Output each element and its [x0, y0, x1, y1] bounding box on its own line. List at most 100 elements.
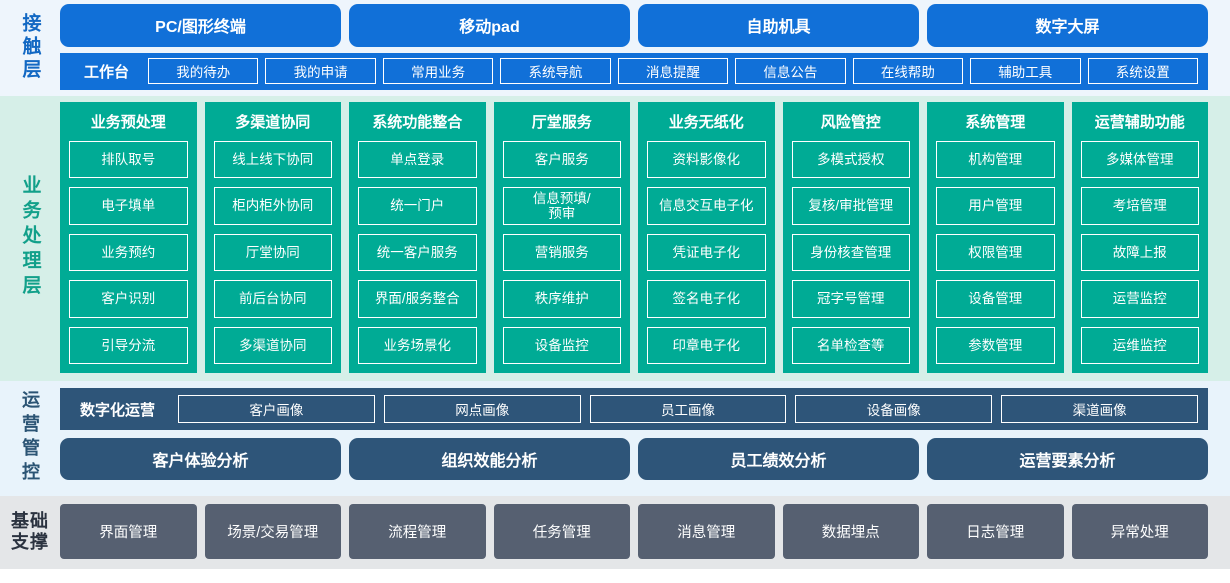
business-item-review-approval[interactable]: 复核/审批管理: [791, 187, 910, 225]
business-item-signature-e[interactable]: 签名电子化: [647, 280, 766, 318]
business-item-hall-collab[interactable]: 厅堂协同: [213, 233, 332, 272]
portrait-item-channel[interactable]: 渠道画像: [1001, 395, 1198, 423]
terminal-row: PC/图形终端 移动pad 自助机具 数字大屏: [60, 4, 1230, 47]
workbench-item-aux-tools[interactable]: 辅助工具: [970, 58, 1081, 85]
access-layer-label: 接触层: [0, 4, 60, 90]
business-item-counter-inout[interactable]: 柜内柜外协同: [213, 187, 332, 225]
business-column-title: 系统管理: [965, 114, 1026, 131]
business-item-multimode-auth[interactable]: 多模式授权: [791, 141, 910, 179]
workbench-item-online-help[interactable]: 在线帮助: [852, 58, 964, 85]
business-item-identity-verify[interactable]: 身份核查管理: [791, 233, 910, 272]
business-item-online-offline[interactable]: 线上线下协同: [213, 141, 332, 179]
business-item-unified-customer-service[interactable]: 统一客户服务: [358, 233, 477, 272]
business-item-parameter-management[interactable]: 参数管理: [936, 326, 1055, 365]
workbench-item-system-settings[interactable]: 系统设置: [1087, 58, 1198, 85]
business-column-title: 业务预处理: [90, 114, 166, 131]
business-item-list: 多媒体管理 考培管理 故障上报 运营监控 运维监控: [1080, 141, 1199, 365]
business-layer-section: 业务处理层 业务预处理 排队取号 电子填单 业务预约 客户识别 引导分流 多渠道…: [0, 96, 1230, 381]
business-item-sso[interactable]: 单点登录: [358, 141, 477, 179]
business-column-title: 系统功能整合: [372, 114, 463, 131]
foundation-layer-body: 界面管理 场景/交易管理 流程管理 任务管理 消息管理 数据埋点 日志管理 异常…: [60, 504, 1230, 559]
business-item-pre-fill-review[interactable]: 信息预填/ 预审: [502, 187, 621, 225]
business-item-info-exchange-e[interactable]: 信息交互电子化: [647, 187, 766, 225]
ops-analysis-row: 客户体验分析 组织效能分析 员工绩效分析 运营要素分析: [60, 438, 1208, 480]
business-column-title: 业务无纸化: [668, 114, 744, 131]
business-item-customer-service[interactable]: 客户服务: [502, 141, 621, 179]
workbench-item-system-navigation[interactable]: 系统导航: [500, 58, 611, 85]
business-column-title: 风险管控: [820, 114, 881, 131]
analysis-button-org-efficiency[interactable]: 组织效能分析: [349, 438, 630, 480]
business-item-multichannel-collab[interactable]: 多渠道协同: [213, 326, 332, 365]
workbench-item-announcement[interactable]: 信息公告: [735, 58, 846, 85]
business-item-scenario[interactable]: 业务场景化: [358, 326, 477, 365]
foundation-item-exception-handling[interactable]: 异常处理: [1071, 504, 1208, 559]
portrait-item-device[interactable]: 设备画像: [795, 395, 993, 423]
ops-layer-label-text: 运营管控: [20, 390, 40, 486]
business-item-device-monitor[interactable]: 设备监控: [502, 326, 621, 365]
business-item-permission-management[interactable]: 权限管理: [936, 233, 1055, 272]
business-item-training-management[interactable]: 考培管理: [1080, 187, 1199, 225]
business-layer-label: 业务处理层: [0, 102, 60, 373]
foundation-layer-section: 基础支撑 界面管理 场景/交易管理 流程管理 任务管理 消息管理 数据埋点 日志…: [0, 496, 1230, 569]
foundation-item-log-management[interactable]: 日志管理: [927, 504, 1064, 559]
workbench-item-message-alert[interactable]: 消息提醒: [617, 58, 729, 85]
business-item-user-management[interactable]: 用户管理: [936, 187, 1055, 225]
business-item-serial-number[interactable]: 冠字号管理: [791, 280, 910, 318]
business-item-seal-e[interactable]: 印章电子化: [647, 326, 766, 365]
foundation-item-scenario-transaction[interactable]: 场景/交易管理: [204, 504, 341, 559]
foundation-item-message-management[interactable]: 消息管理: [638, 504, 775, 559]
analysis-button-employee-performance[interactable]: 员工绩效分析: [638, 438, 919, 480]
portrait-item-employee[interactable]: 员工画像: [589, 395, 787, 423]
analysis-button-customer-experience[interactable]: 客户体验分析: [60, 438, 341, 480]
business-item-unified-portal[interactable]: 统一门户: [358, 187, 477, 225]
business-item-marketing-service[interactable]: 营销服务: [502, 233, 621, 272]
business-item-doc-imaging[interactable]: 资料影像化: [647, 141, 766, 179]
business-column-title: 多渠道协同: [235, 114, 311, 131]
workbench-title: 工作台: [84, 63, 130, 81]
business-item-device-management[interactable]: 设备管理: [936, 280, 1055, 318]
business-item-multimedia-management[interactable]: 多媒体管理: [1080, 141, 1199, 179]
business-item-ops-monitor[interactable]: 运营监控: [1080, 280, 1199, 318]
terminal-button-pc[interactable]: PC/图形终端: [60, 4, 341, 47]
business-layer-body: 业务预处理 排队取号 电子填单 业务预约 客户识别 引导分流 多渠道协同 线上线…: [60, 102, 1230, 373]
business-item-customer-identify[interactable]: 客户识别: [69, 280, 188, 318]
portrait-item-branch[interactable]: 网点画像: [383, 395, 581, 423]
terminal-button-mobile-pad[interactable]: 移动pad: [349, 4, 630, 47]
business-item-list: 排队取号 电子填单 业务预约 客户识别 引导分流: [69, 141, 188, 365]
access-layer-body: PC/图形终端 移动pad 自助机具 数字大屏 工作台 我的待办 我的申请 常用…: [60, 4, 1230, 90]
access-layer-section: 接触层 PC/图形终端 移动pad 自助机具 数字大屏 工作台 我的待办 我的申…: [0, 0, 1230, 96]
foundation-item-ui-management[interactable]: 界面管理: [60, 504, 197, 559]
business-item-guide-diversion[interactable]: 引导分流: [69, 326, 188, 365]
foundation-item-process-management[interactable]: 流程管理: [349, 504, 486, 559]
business-item-list: 机构管理 用户管理 权限管理 设备管理 参数管理: [936, 141, 1055, 365]
business-item-list-check[interactable]: 名单检查等: [791, 326, 910, 365]
foundation-layer-label: 基础支撑: [0, 504, 60, 559]
business-column-system-management: 系统管理 机构管理 用户管理 权限管理 设备管理 参数管理: [927, 102, 1064, 373]
business-item-e-form[interactable]: 电子填单: [69, 187, 188, 225]
portrait-item-customer[interactable]: 客户画像: [178, 395, 375, 423]
business-item-org-management[interactable]: 机构管理: [936, 141, 1055, 179]
foundation-item-task-management[interactable]: 任务管理: [493, 504, 630, 559]
business-item-ui-service-integration[interactable]: 界面/服务整合: [358, 280, 477, 318]
terminal-button-digital-screen[interactable]: 数字大屏: [927, 4, 1208, 47]
business-item-fault-report[interactable]: 故障上报: [1080, 233, 1199, 272]
business-item-list: 客户服务 信息预填/ 预审 营销服务 秩序维护 设备监控: [502, 141, 621, 365]
business-item-appointment[interactable]: 业务预约: [69, 233, 188, 272]
business-item-maintenance-monitor[interactable]: 运维监控: [1080, 326, 1199, 365]
workbench-item-my-application[interactable]: 我的申请: [265, 58, 376, 85]
workbench-item-common-business[interactable]: 常用业务: [382, 58, 494, 85]
workbench-item-my-todo[interactable]: 我的待办: [148, 58, 259, 85]
foundation-layer-label-text: 基础支撑: [11, 511, 49, 552]
ops-layer-body: 数字化运营 客户画像 网点画像 员工画像 设备画像 渠道画像 客户体验分析 组织…: [60, 388, 1230, 488]
business-item-queue-ticket[interactable]: 排队取号: [69, 141, 188, 179]
business-item-voucher-e[interactable]: 凭证电子化: [647, 233, 766, 272]
foundation-item-data-tracking[interactable]: 数据埋点: [782, 504, 919, 559]
business-item-order-maintenance[interactable]: 秩序维护: [502, 280, 621, 318]
business-column-risk-control: 风险管控 多模式授权 复核/审批管理 身份核查管理 冠字号管理 名单检查等: [782, 102, 919, 373]
business-item-front-back-collab[interactable]: 前后台协同: [213, 280, 332, 318]
business-column-title: 厅堂服务: [531, 114, 592, 131]
business-item-list: 线上线下协同 柜内柜外协同 厅堂协同 前后台协同 多渠道协同: [213, 141, 332, 365]
analysis-button-ops-factors[interactable]: 运营要素分析: [927, 438, 1208, 480]
terminal-button-self-service[interactable]: 自助机具: [638, 4, 919, 47]
